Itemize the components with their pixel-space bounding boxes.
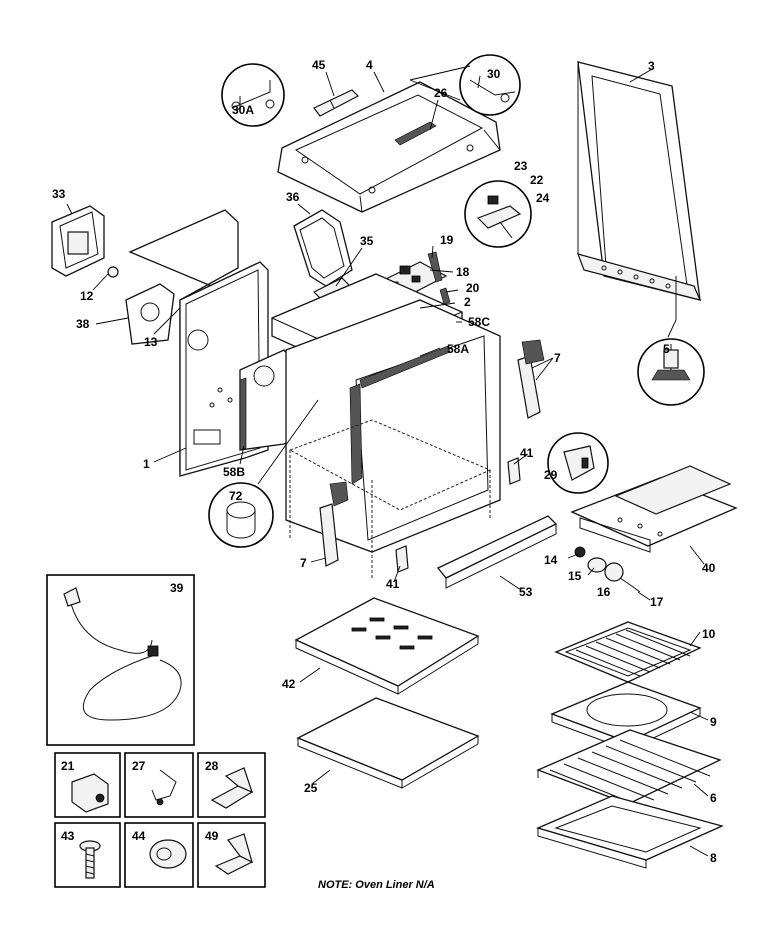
detail-circle-29 [547, 432, 609, 494]
label-6: 6 [710, 791, 717, 805]
label-7-right: 7 [554, 351, 561, 365]
broil-pan-insert-10 [554, 621, 702, 683]
leader-lines [66, 65, 709, 857]
label-18: 18 [456, 265, 470, 279]
label-53: 53 [519, 585, 533, 599]
bottom-panel-25 [296, 697, 480, 789]
inset-box-27 [124, 752, 194, 818]
hinge-7-right [517, 339, 545, 419]
detail-circle-30a [221, 63, 285, 127]
label-8: 8 [710, 851, 717, 865]
label-21: 21 [61, 759, 75, 773]
label-3: 3 [648, 59, 655, 73]
label-58b: 58B [223, 465, 245, 479]
label-23: 23 [514, 159, 528, 173]
label-43: 43 [61, 829, 75, 843]
label-44: 44 [132, 829, 146, 843]
label-14: 14 [544, 553, 558, 567]
label-42: 42 [282, 677, 296, 691]
label-7-left: 7 [300, 556, 307, 570]
bracket-45 [313, 89, 360, 117]
inset-box-49 [197, 822, 266, 888]
label-45: 45 [312, 58, 326, 72]
label-15: 15 [568, 569, 582, 583]
hinge-7-left [319, 481, 349, 567]
label-26: 26 [434, 86, 448, 100]
inset-box-44 [124, 822, 194, 888]
inset-box-28 [197, 752, 266, 818]
part-labels: 45 4 30 30A 26 3 23 22 24 33 36 35 19 18… [52, 58, 717, 891]
label-5: 5 [663, 342, 670, 356]
label-33: 33 [52, 187, 66, 201]
drawer-40 [570, 465, 738, 553]
label-24: 24 [536, 191, 550, 205]
label-58a: 58A [447, 342, 469, 356]
label-38: 38 [76, 317, 90, 331]
label-29: 29 [544, 468, 558, 482]
panel-33 [51, 205, 105, 277]
label-22: 22 [530, 173, 544, 187]
label-36: 36 [286, 190, 300, 204]
label-49: 49 [205, 829, 219, 843]
label-19: 19 [440, 233, 454, 247]
inset-box-21 [54, 752, 121, 818]
note-oven-liner: NOTE: Oven Liner N/A [318, 879, 435, 891]
label-39: 39 [170, 581, 184, 595]
label-58c: 58C [468, 315, 490, 329]
detail-circle-bracket-22-24 [464, 180, 532, 248]
detail-circle-72 [208, 482, 274, 548]
detail-circle-5-leveling-leg [637, 338, 705, 406]
top-panel [277, 81, 501, 213]
label-20: 20 [466, 281, 480, 295]
inset-box-43 [54, 822, 121, 888]
label-12: 12 [80, 289, 94, 303]
label-27: 27 [132, 759, 146, 773]
label-2: 2 [464, 295, 471, 309]
label-40: 40 [702, 561, 716, 575]
label-41-left: 41 [386, 577, 400, 591]
label-4: 4 [366, 58, 373, 72]
detail-circle-30 [459, 54, 521, 116]
bottom-panel-42 [294, 597, 480, 695]
label-16: 16 [597, 585, 611, 599]
label-25: 25 [304, 781, 318, 795]
label-17: 17 [650, 595, 664, 609]
clip-41-left [395, 545, 409, 573]
label-28: 28 [205, 759, 219, 773]
screw-12 [107, 266, 119, 278]
back-panel [577, 61, 702, 320]
label-9: 9 [710, 715, 717, 729]
duct-36 [293, 209, 353, 287]
clip-41-right [507, 457, 521, 485]
label-1: 1 [143, 457, 150, 471]
label-30a: 30A [232, 103, 254, 117]
label-30: 30 [487, 67, 501, 81]
oven-rack-6 [536, 729, 722, 812]
label-13: 13 [144, 335, 158, 349]
tray-8 [536, 795, 724, 869]
label-41-right: 41 [520, 446, 534, 460]
rail-53 [436, 515, 558, 589]
inset-box-39-power-cord [46, 574, 195, 746]
label-35: 35 [360, 234, 374, 248]
label-10: 10 [702, 627, 716, 641]
label-72: 72 [229, 489, 243, 503]
